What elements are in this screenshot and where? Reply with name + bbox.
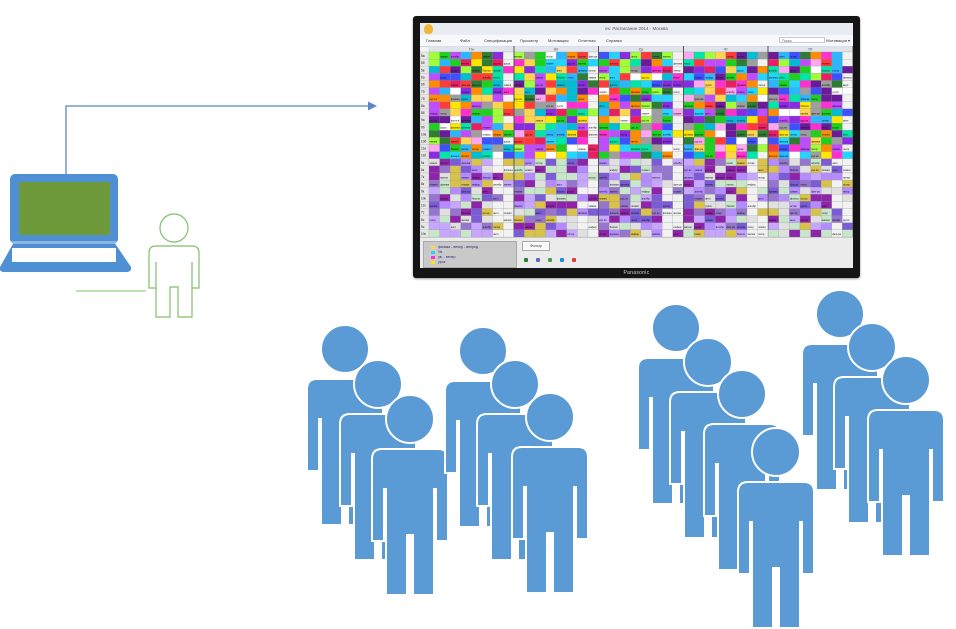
person-body [868,410,944,556]
person-head [882,356,930,404]
person-head [752,428,800,476]
person-body [372,449,448,595]
person-body [738,482,814,628]
person-head [386,395,434,443]
person-head [718,370,766,418]
person-head [526,393,574,441]
person-body [512,447,588,593]
